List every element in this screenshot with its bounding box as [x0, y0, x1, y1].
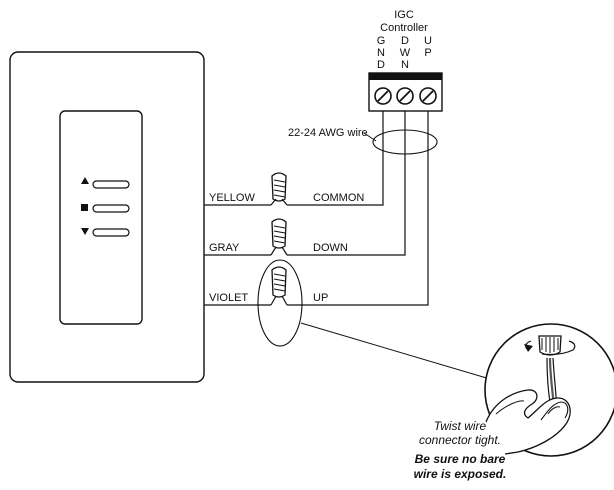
twist-detail-inset [484, 323, 614, 457]
terminal-gnd-letter-3: D [377, 59, 385, 71]
wire-label-up: UP [313, 292, 328, 304]
wire-gauge-label: 22-24 AWG wire [288, 127, 368, 139]
up-triangle-icon [81, 177, 89, 184]
terminal-up-letter-1: U [424, 35, 432, 47]
down-triangle-icon [81, 228, 89, 235]
wire-common [287, 111, 384, 206]
callout-line-2: connector tight. [419, 433, 501, 447]
wire-label-down: DOWN [313, 242, 348, 254]
wire-connector-2 [270, 218, 288, 256]
terminal-gnd-letter-2: N [377, 47, 385, 59]
terminal-screw-dwn [396, 87, 414, 105]
terminal-dwn-letter-3: N [401, 59, 409, 71]
terminal-screw-up [419, 87, 437, 105]
wire-label-violet: VIOLET [209, 292, 248, 304]
callout-line-3: Be sure no bare [415, 452, 506, 466]
terminal-screw-gnd [374, 87, 392, 105]
stop-square-icon [81, 204, 88, 211]
keypad-insert [59, 110, 143, 325]
keypad-button-lower[interactable] [81, 228, 130, 237]
connector-highlight [257, 259, 303, 347]
wire-bundle-highlight [372, 129, 438, 155]
terminal-dwn-letter-1: D [401, 35, 409, 47]
terminal-gnd-letter-1: G [377, 35, 386, 47]
wire-label-common: COMMON [313, 192, 364, 204]
callout-line-4: wire is exposed. [414, 467, 507, 481]
wire-connector-3 [270, 266, 288, 306]
controller-title-line2: Controller [380, 22, 428, 34]
wire-connector-1 [270, 172, 288, 206]
wire-down [287, 111, 406, 256]
terminal-up-letter-2: P [424, 47, 431, 59]
terminal-block [368, 72, 443, 112]
keypad-button-raise[interactable] [81, 177, 130, 189]
wire-label-gray: GRAY [209, 242, 240, 254]
wire-up [287, 111, 429, 306]
controller-title-line1: IGC [394, 9, 414, 21]
terminal-dwn-letter-2: W [400, 47, 411, 59]
callout-line-1: Twist wire [434, 419, 487, 433]
keypad-button-stop[interactable] [81, 204, 130, 213]
callout-leader [300, 322, 501, 383]
wire-label-yellow: YELLOW [209, 192, 255, 204]
